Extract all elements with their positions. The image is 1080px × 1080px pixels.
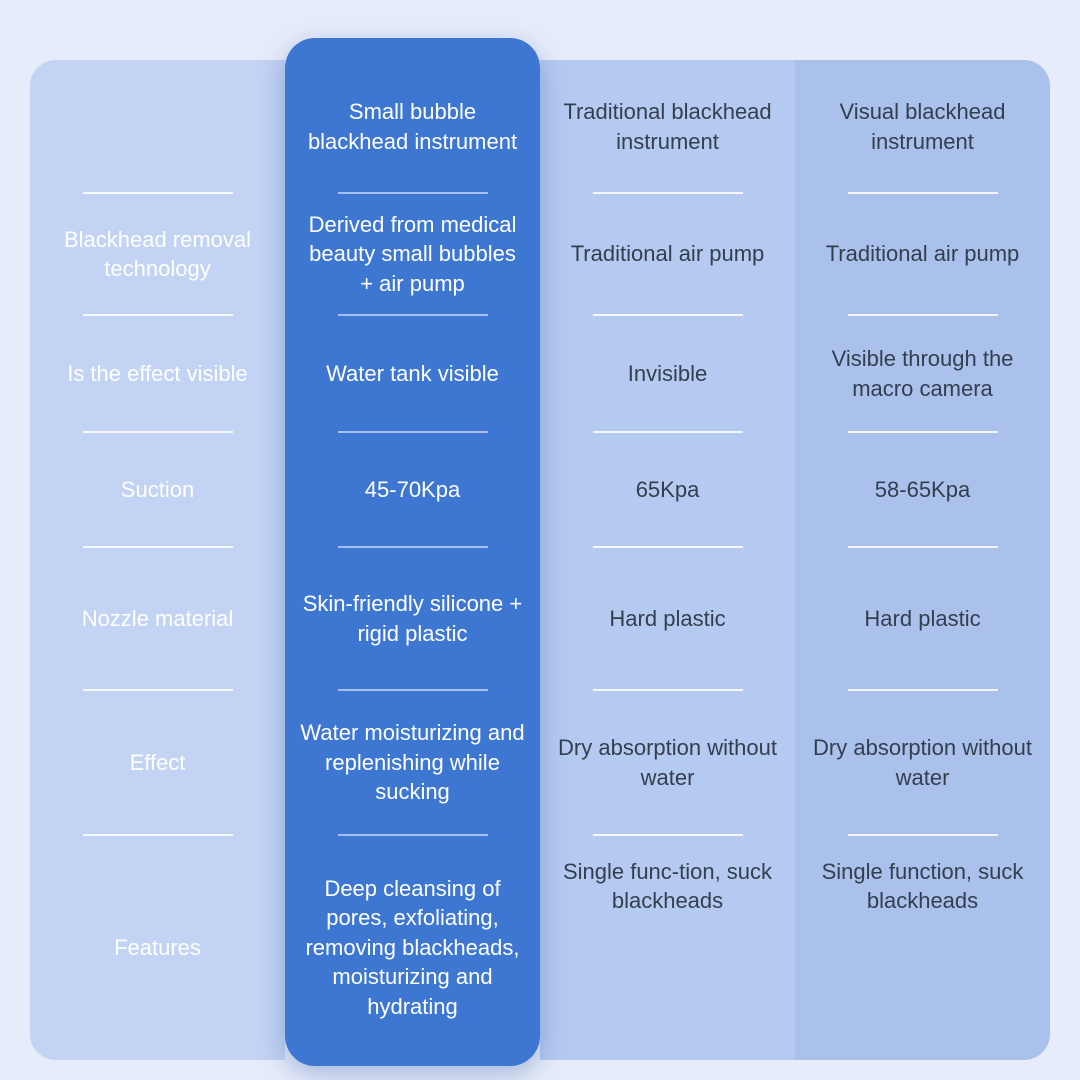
column-small-bubble-instrument: Small bubble blackhead instrument Derive… <box>285 38 540 1066</box>
table-cell: 45-70Kpa <box>285 432 540 547</box>
column-header-traditional: Traditional blackhead instrument <box>540 60 795 193</box>
table-cell: Traditional air pump <box>540 193 795 315</box>
column-visual-instrument: Visual blackhead instrument Traditional … <box>795 60 1050 1060</box>
table-cell: Single function, suck blackheads <box>821 859 1024 914</box>
table-cell: Invisible <box>540 315 795 432</box>
column-header-small-bubble: Small bubble blackhead instrument <box>285 60 540 193</box>
column-traditional-instrument: Traditional blackhead instrument Traditi… <box>540 60 795 1060</box>
row-labels-header-spacer <box>30 60 285 193</box>
table-cell: Traditional air pump <box>795 193 1050 315</box>
table-cell: Water moisturizing and replenishing whil… <box>285 690 540 835</box>
row-label-effect-visible: Is the effect visible <box>30 315 285 432</box>
table-cell: 65Kpa <box>540 432 795 547</box>
table-cell: Derived from medical beauty small bubble… <box>285 193 540 315</box>
column-row-labels: Blackhead removal technology Is the effe… <box>30 60 285 1060</box>
table-cell: Dry absorption without water <box>540 690 795 835</box>
table-cell: Skin-friendly silicone + rigid plastic <box>285 547 540 690</box>
table-cell: Visible through the macro camera <box>795 315 1050 432</box>
table-cell: 58-65Kpa <box>795 432 1050 547</box>
row-label-nozzle-material: Nozzle material <box>30 547 285 690</box>
column-header-visual: Visual blackhead instrument <box>795 60 1050 193</box>
row-label-technology: Blackhead removal technology <box>30 193 285 315</box>
table-cell: Hard plastic <box>795 547 1050 690</box>
table-cell: Dry absorption without water <box>795 690 1050 835</box>
row-label-suction: Suction <box>30 432 285 547</box>
table-cell: Deep cleansing of pores, exfoliating, re… <box>305 875 520 1019</box>
row-label-features: Features <box>114 934 201 960</box>
table-cell: Water tank visible <box>285 315 540 432</box>
table-cell: Hard plastic <box>540 547 795 690</box>
row-label-effect: Effect <box>30 690 285 835</box>
table-cell: Single func-tion, suck blackheads <box>562 859 773 914</box>
